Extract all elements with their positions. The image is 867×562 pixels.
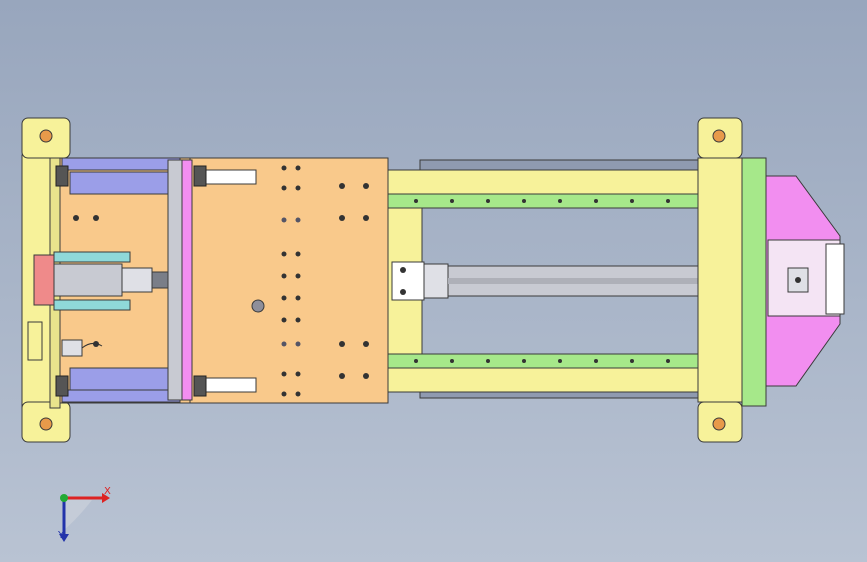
left-cylinder[interactable]: [33, 251, 169, 311]
linear-rails[interactable]: [387, 159, 745, 399]
divider-bars[interactable]: [167, 159, 193, 401]
carriage-plate[interactable]: [59, 157, 389, 404]
x-axis-label: X: [104, 486, 111, 497]
axis-triad: [59, 493, 110, 542]
guide-brackets[interactable]: [55, 157, 257, 403]
right-end-frame[interactable]: [697, 117, 767, 443]
bolt-holes: [73, 165, 369, 397]
y-axis-label: Y: [58, 530, 65, 541]
air-fittings[interactable]: [27, 321, 103, 361]
end-plate[interactable]: [765, 175, 845, 387]
